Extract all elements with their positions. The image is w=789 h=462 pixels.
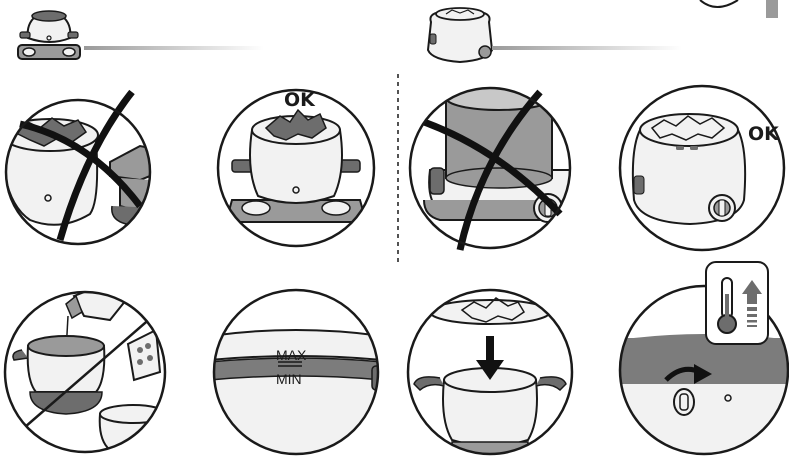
step-circle-turn-knob (618, 262, 789, 462)
header-fondue-on-stand-icon (18, 11, 80, 59)
max-label: MAX (276, 347, 307, 363)
cropped-circle-edge (700, 0, 738, 7)
thermometer-up-icon (706, 262, 768, 344)
step-circle-ok-heater (620, 86, 784, 250)
step-circle-pour-liquid (5, 286, 167, 452)
header-divider-line-left (84, 46, 264, 50)
header-divider-line-right (492, 46, 682, 50)
step-circle-place-lid (408, 290, 572, 462)
ok-label: OK (284, 89, 316, 111)
header-fondue-heater-icon (428, 8, 492, 62)
step-circle-ok-stand (218, 90, 374, 246)
step-circle-wrong-heater (410, 86, 576, 250)
ok-label: OK (748, 123, 780, 145)
cropped-gray-tab (766, 0, 778, 18)
step-circle-wrong-stand (2, 92, 170, 244)
min-label: MIN (276, 371, 302, 387)
